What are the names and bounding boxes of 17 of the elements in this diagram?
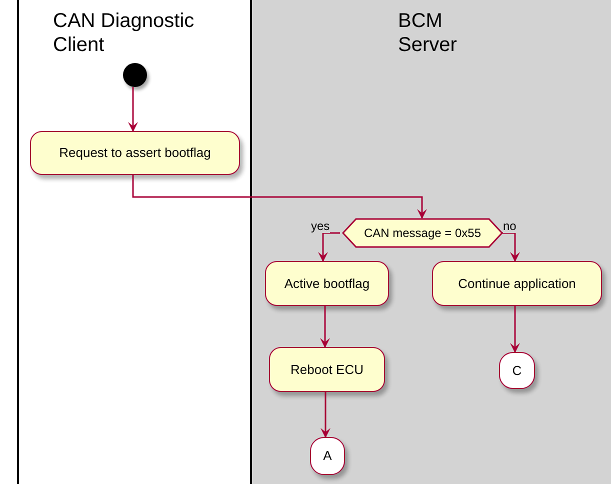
decision-hexagon: CAN message = 0x55 xyxy=(342,218,503,248)
arrow xyxy=(320,306,330,348)
connector-label: C xyxy=(499,352,535,389)
arrow xyxy=(510,306,520,353)
arrow xyxy=(501,232,520,262)
activity-box: Request to assert bootflag xyxy=(30,131,240,175)
activity-box: Active bootflag xyxy=(265,261,389,306)
arrow xyxy=(320,392,330,438)
lane-title: CAN Diagnostic Client xyxy=(53,9,196,57)
arrow xyxy=(132,175,427,219)
arrow xyxy=(128,87,138,132)
activity-box: Reboot ECU xyxy=(269,347,385,392)
activity-box: Continue application xyxy=(432,261,602,306)
connector-label: A xyxy=(310,437,345,475)
lane-title: BCM Server xyxy=(398,9,458,57)
swimlane xyxy=(250,0,611,484)
arrow xyxy=(318,232,340,262)
